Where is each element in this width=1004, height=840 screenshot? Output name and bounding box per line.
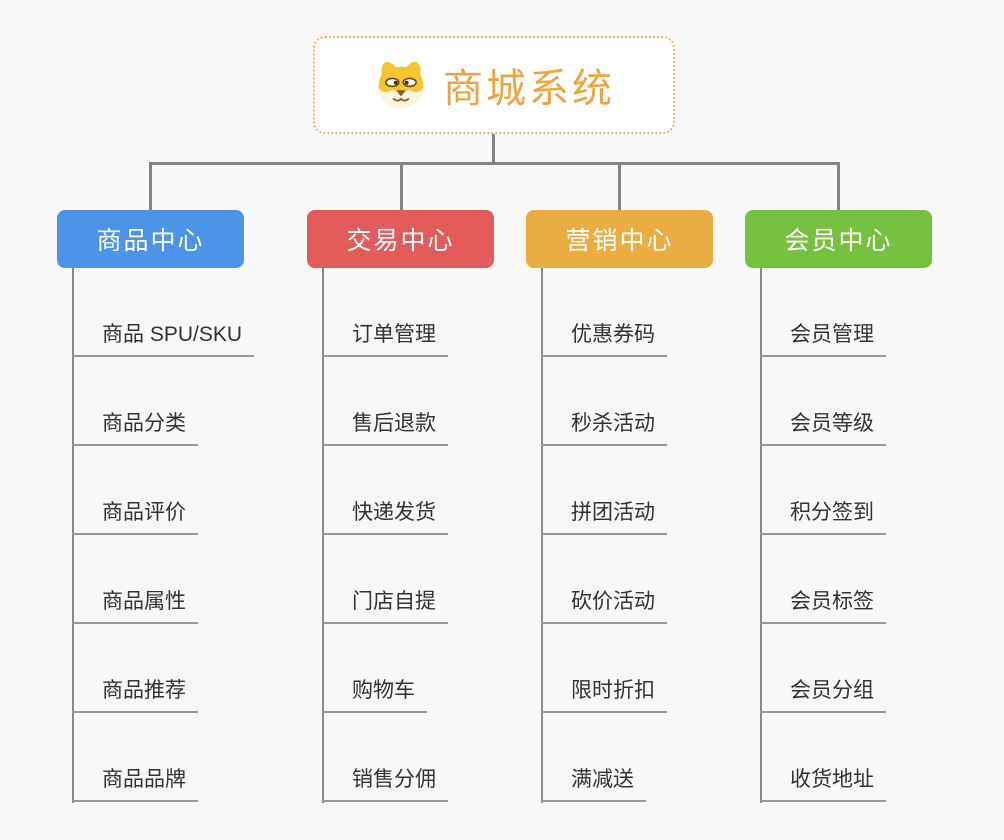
- leaf-node[interactable]: 商品评价: [72, 498, 198, 535]
- connector-branch-stem: [149, 164, 152, 210]
- leaf-node[interactable]: 拼团活动: [541, 498, 667, 535]
- branch-label: 商品中心: [96, 227, 205, 255]
- branch-children-members: 会员管理 会员等级 积分签到 会员标签 会员分组 收货地址: [760, 268, 1004, 808]
- root-title: 商城系统: [443, 67, 615, 111]
- connector-branch-stem: [837, 164, 840, 210]
- connector-column-line: [72, 268, 74, 803]
- branch-label: 营销中心: [565, 227, 674, 255]
- root-node[interactable]: 商城系统: [313, 36, 675, 134]
- dog-face-icon: [378, 61, 424, 109]
- leaf-node[interactable]: 会员标签: [760, 587, 886, 624]
- leaf-node[interactable]: 商品分类: [72, 409, 198, 446]
- leaf-node[interactable]: 购物车: [322, 676, 427, 713]
- leaf-node[interactable]: 商品 SPU/SKU: [72, 320, 255, 357]
- branch-node-products[interactable]: 商品中心: [57, 210, 244, 268]
- leaf-node[interactable]: 会员分组: [760, 676, 886, 713]
- leaf-node[interactable]: 砍价活动: [541, 587, 667, 624]
- branch-children-trade: 订单管理 售后退款 快递发货 门店自提 购物车 销售分佣: [322, 268, 572, 808]
- connector-root-stem: [492, 132, 495, 163]
- leaf-node[interactable]: 商品属性: [72, 587, 198, 624]
- branch-children-products: 商品 SPU/SKU 商品分类 商品评价 商品属性 商品推荐 商品品牌: [72, 268, 322, 808]
- branch-label: 会员中心: [784, 227, 893, 255]
- leaf-node[interactable]: 满减送: [541, 765, 646, 802]
- connector-column-line: [760, 268, 762, 803]
- leaf-node[interactable]: 积分签到: [760, 498, 886, 535]
- leaf-node[interactable]: 秒杀活动: [541, 409, 667, 446]
- leaf-node[interactable]: 收货地址: [760, 765, 886, 802]
- leaf-node[interactable]: 门店自提: [322, 587, 448, 624]
- branch-children-marketing: 优惠券码 秒杀活动 拼团活动 砍价活动 限时折扣 满减送: [541, 268, 791, 808]
- branch-node-trade[interactable]: 交易中心: [307, 210, 494, 268]
- leaf-node[interactable]: 商品品牌: [72, 765, 198, 802]
- leaf-node[interactable]: 限时折扣: [541, 676, 667, 713]
- leaf-node[interactable]: 会员管理: [760, 320, 886, 357]
- leaf-node[interactable]: 订单管理: [322, 320, 448, 357]
- leaf-node[interactable]: 优惠券码: [541, 320, 667, 357]
- connector-branch-stem: [618, 164, 621, 210]
- leaf-node[interactable]: 会员等级: [760, 409, 886, 446]
- branch-label: 交易中心: [346, 227, 455, 255]
- connector-column-line: [322, 268, 324, 803]
- connector-horizontal: [149, 162, 840, 165]
- connector-column-line: [541, 268, 543, 803]
- leaf-node[interactable]: 快递发货: [322, 498, 448, 535]
- connector-branch-stem: [400, 164, 403, 210]
- leaf-node[interactable]: 售后退款: [322, 409, 448, 446]
- branch-node-members[interactable]: 会员中心: [745, 210, 932, 268]
- leaf-node[interactable]: 销售分佣: [322, 765, 448, 802]
- branch-node-marketing[interactable]: 营销中心: [526, 210, 713, 268]
- leaf-node[interactable]: 商品推荐: [72, 676, 198, 713]
